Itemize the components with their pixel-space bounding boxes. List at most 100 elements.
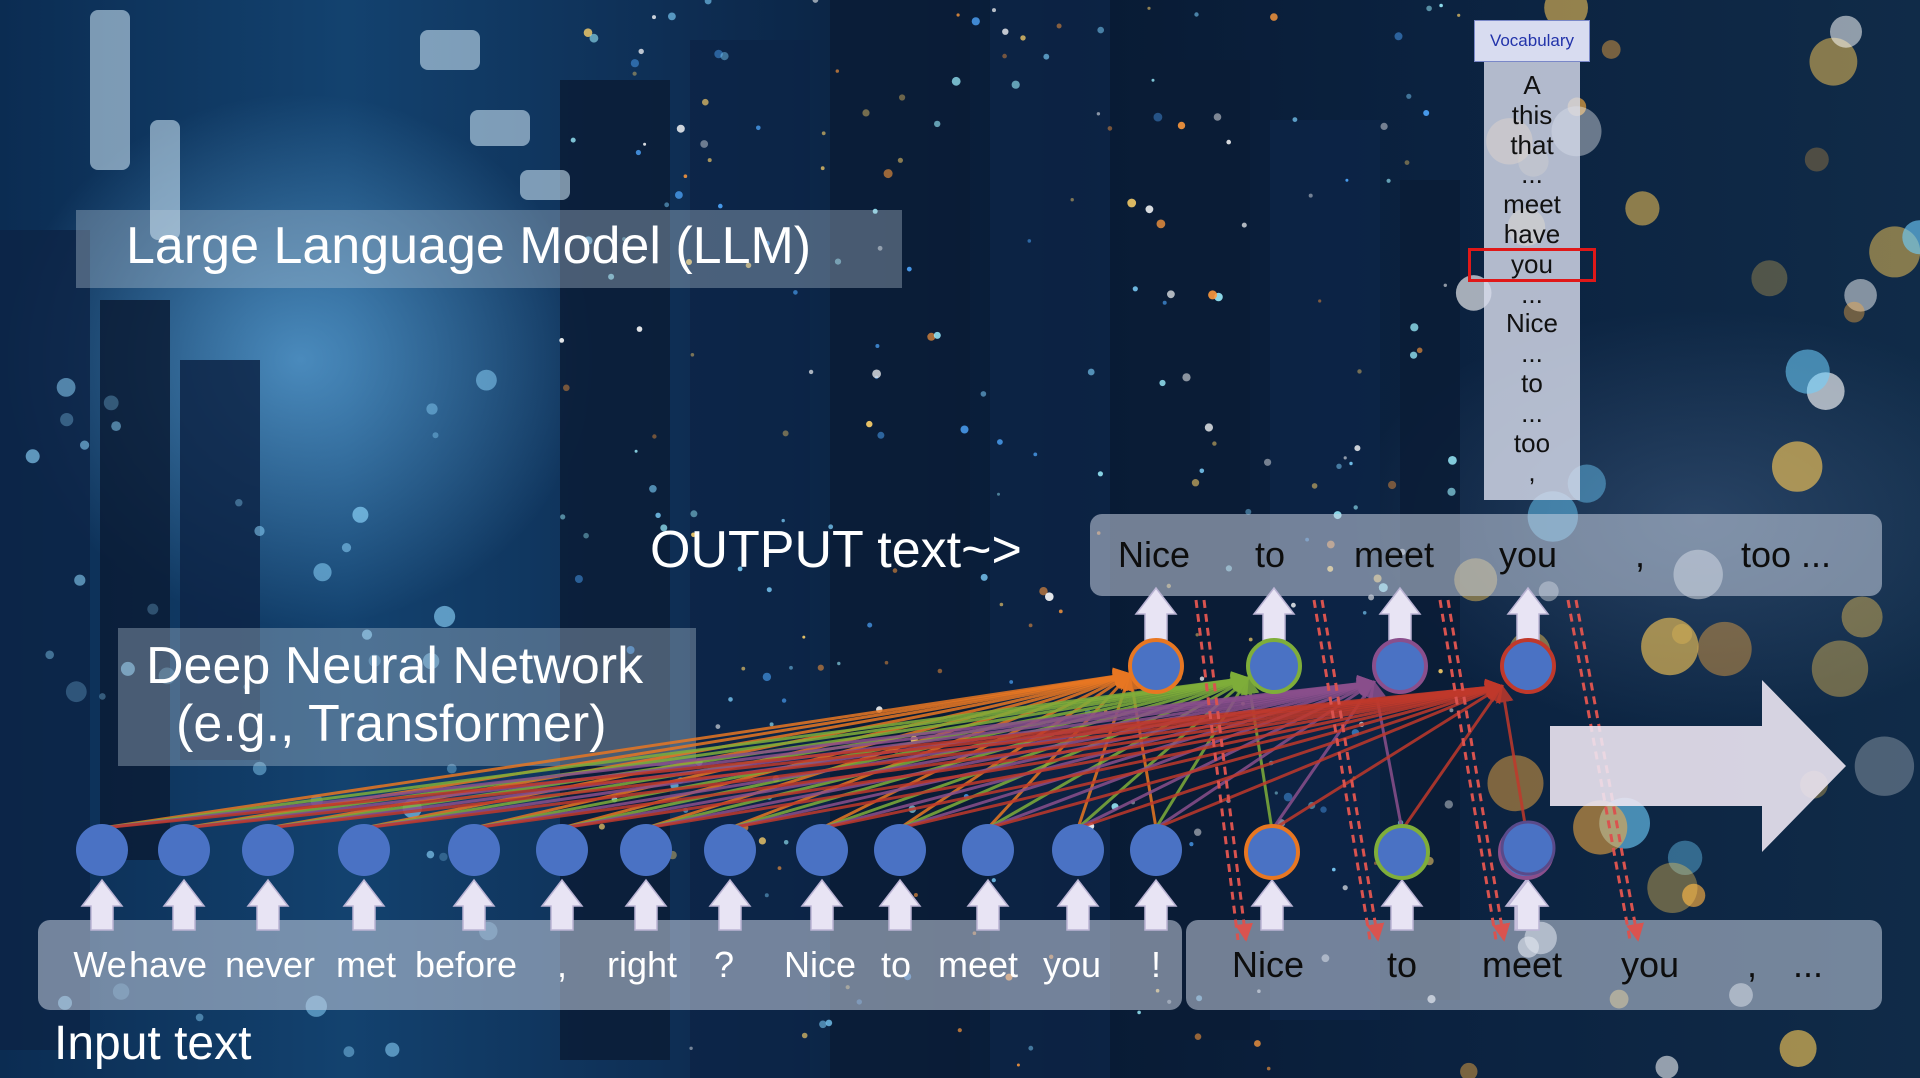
bokeh-light [56, 378, 76, 397]
rack-led [997, 439, 1003, 445]
rack-led [1167, 290, 1175, 299]
rack-led [630, 59, 640, 68]
rack-led [1156, 219, 1166, 229]
bokeh-light [422, 652, 440, 670]
input-node [796, 824, 848, 876]
bokeh-light [1785, 349, 1830, 394]
output-node [1372, 638, 1428, 694]
rack-led [718, 203, 723, 209]
rack-led [652, 15, 656, 20]
rack-led [560, 514, 566, 520]
rack-led [1362, 611, 1367, 615]
rack-led [764, 893, 769, 898]
bokeh-light [1697, 621, 1752, 677]
rack-led [715, 724, 721, 729]
rack-led [884, 660, 889, 665]
rack-led [676, 124, 685, 133]
rack-led [828, 524, 834, 530]
rack-led [664, 202, 670, 208]
rack-led [1332, 867, 1336, 872]
rack-led [837, 661, 841, 666]
rack-led [1153, 112, 1163, 122]
rack-led [913, 893, 918, 897]
output-panel [1090, 514, 1882, 596]
rack-led [652, 434, 657, 439]
input-node [76, 824, 128, 876]
rack-led [675, 191, 683, 199]
rack-led [1266, 1066, 1271, 1071]
token: meet [1353, 534, 1435, 575]
rack-led [668, 12, 676, 21]
token: right [606, 944, 678, 985]
rack-led [660, 524, 668, 532]
feedback-dashed-arrow [1194, 599, 1240, 941]
bokeh-light [426, 403, 438, 415]
bokeh-light [1667, 840, 1703, 875]
vocabulary-word: that [1510, 129, 1554, 160]
attention-arrow [267, 678, 1504, 830]
input-node [448, 824, 500, 876]
attention-arrow [1271, 684, 1504, 832]
rack-led [980, 391, 987, 397]
input-up-arrow [1506, 878, 1550, 931]
attention-arrow [1077, 682, 1504, 830]
bokeh-light [1809, 37, 1858, 86]
rack-led [782, 430, 789, 437]
bokeh-light [65, 681, 87, 703]
rack-led [1191, 479, 1200, 487]
input-node [158, 824, 210, 876]
rack-led [872, 208, 878, 214]
rack-led [766, 587, 772, 593]
ceiling-light [470, 110, 530, 146]
bokeh-light [195, 1013, 204, 1022]
rack-led [960, 425, 969, 434]
bokeh-light [1601, 40, 1621, 59]
input-node [704, 824, 756, 876]
rack-led [583, 532, 589, 539]
input-up-arrow [162, 878, 206, 931]
bokeh-light [45, 650, 54, 660]
rack-led [1087, 368, 1095, 376]
bokeh-light [446, 763, 457, 774]
rack-led [1147, 6, 1151, 10]
rack-led [1097, 471, 1103, 477]
rack-led [714, 49, 723, 59]
attention-arrow [821, 677, 1376, 830]
rack-led [808, 369, 814, 375]
rack-led [1388, 480, 1397, 490]
rack-led [691, 532, 696, 538]
rack-led [720, 52, 729, 61]
input-up-arrow [878, 878, 922, 931]
rack-led [1056, 23, 1062, 29]
token: before [414, 944, 518, 985]
rack-led [1204, 423, 1213, 432]
rack-led [1212, 441, 1217, 446]
rack-led [991, 878, 996, 883]
rack-led [1406, 93, 1412, 99]
rack-led [897, 157, 904, 163]
generated-input-panel [1186, 920, 1882, 1010]
vocabulary-word: too [1513, 427, 1551, 458]
rack-led [1416, 347, 1423, 354]
input-node [242, 824, 294, 876]
rack-led [812, 0, 819, 3]
ceiling-light [90, 10, 130, 170]
bokeh-light [361, 629, 373, 640]
input-node [620, 824, 672, 876]
rack-led [1027, 239, 1032, 243]
rack-led [1274, 791, 1278, 795]
rack-led [1404, 160, 1410, 166]
feedback-dashed-arrow [1438, 599, 1498, 941]
rack-led [1438, 669, 1443, 674]
attention-arrow [561, 676, 1376, 830]
attention-arrow [561, 672, 1250, 830]
vocabulary-word: ... [1521, 278, 1543, 309]
rack-led [1320, 806, 1327, 813]
rack-led [745, 262, 752, 269]
rack-led [1199, 468, 1205, 474]
rack-led [783, 840, 789, 845]
rack-led [1182, 373, 1191, 382]
rack-led [1011, 80, 1020, 89]
input-node [874, 824, 926, 876]
generated-input-node [1374, 824, 1430, 880]
